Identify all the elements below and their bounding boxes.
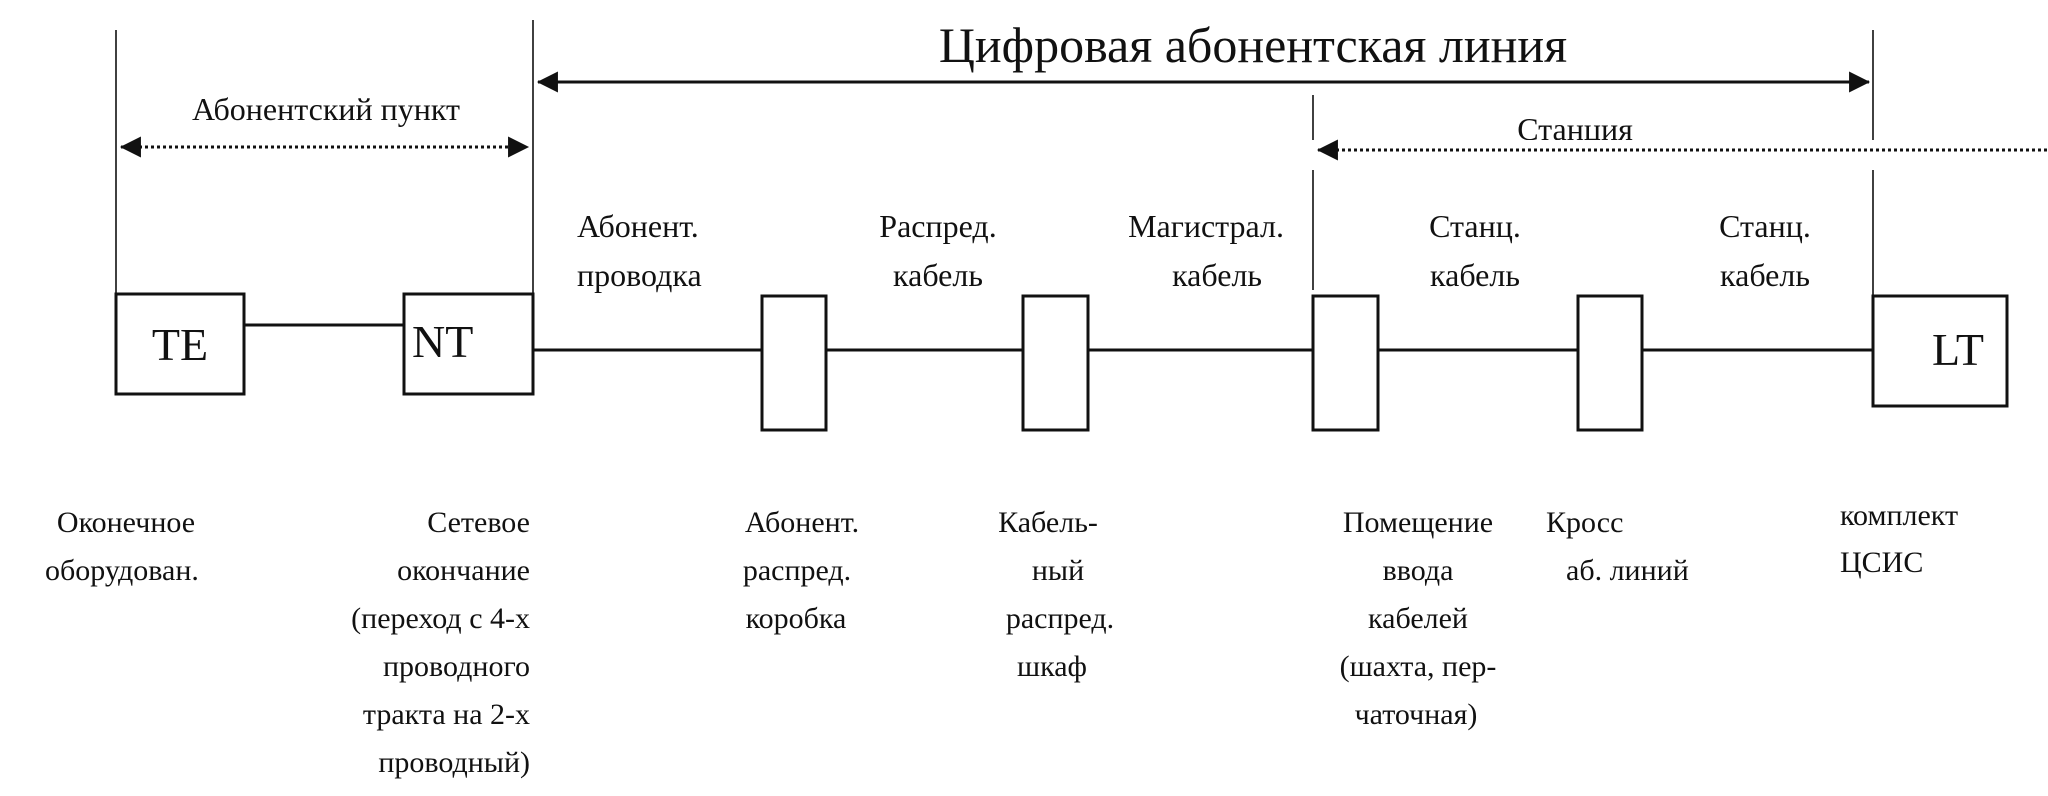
caption-box1-1: Абонент. xyxy=(745,506,859,539)
caption-nt-2: окончание xyxy=(397,554,530,587)
subscriber-distribution-box xyxy=(760,294,828,432)
caption-nt-6: проводный) xyxy=(378,746,530,779)
caption-box4-1: Кросс xyxy=(1546,506,1623,539)
segment-label-4a: Станц. xyxy=(1429,208,1521,244)
digital-line-label: Цифровая абонентская линия xyxy=(939,17,1567,73)
caption-te-2: оборудован. xyxy=(45,554,199,587)
segment-label-1b: проводка xyxy=(577,257,702,293)
segment-label-5a: Станц. xyxy=(1719,208,1811,244)
lt-box-label: LT xyxy=(1932,324,1984,375)
lt-box xyxy=(1871,294,2009,408)
caption-lt-2: ЦСИС xyxy=(1840,546,1923,579)
segment-label-4b: кабель xyxy=(1430,257,1520,293)
segment-label-2b: кабель xyxy=(893,257,983,293)
cable-entry-room xyxy=(1311,294,1380,432)
caption-box2-1: Кабель- xyxy=(998,506,1098,539)
nt-box xyxy=(402,292,535,396)
caption-box3-3: кабелей xyxy=(1368,602,1468,635)
segment-label-5b: кабель xyxy=(1720,257,1810,293)
cross-connect xyxy=(1576,294,1644,432)
caption-nt-5: тракта на 2-х xyxy=(363,698,530,731)
caption-box4-2: аб. линий xyxy=(1566,554,1689,587)
segment-label-3b: кабель xyxy=(1172,257,1262,293)
caption-nt-1: Сетевое xyxy=(427,506,530,539)
caption-box3-5: чаточная) xyxy=(1355,698,1478,731)
te-box-label: TE xyxy=(152,319,208,370)
caption-te-1: Оконечное xyxy=(57,506,195,539)
cable-distribution-cabinet xyxy=(1021,294,1090,432)
nt-box-label: NT xyxy=(412,316,473,367)
station-label-mask xyxy=(1310,140,2048,170)
segment-label-2a: Распред. xyxy=(879,208,996,244)
segment-label-3a: Магистрал. xyxy=(1128,208,1284,244)
subscriber-point-label: Абонентский пункт xyxy=(192,91,460,127)
caption-box2-4: шкаф xyxy=(1017,650,1087,683)
caption-box3-1: Помещение xyxy=(1343,506,1493,539)
caption-nt-3: (переход с 4-х xyxy=(351,602,530,635)
caption-lt-1: комплект xyxy=(1840,499,1958,532)
caption-box3-2: ввода xyxy=(1383,554,1454,587)
caption-box1-3: коробка xyxy=(746,602,847,635)
caption-box3-4: (шахта, пер- xyxy=(1340,650,1497,683)
segment-label-1a: Абонент. xyxy=(577,208,699,244)
te-box xyxy=(114,292,246,396)
caption-box1-2: распред. xyxy=(743,554,851,587)
caption-nt-4: проводного xyxy=(383,650,530,683)
caption-box2-2: ный xyxy=(1032,554,1084,587)
caption-box2-3: распред. xyxy=(1006,602,1114,635)
